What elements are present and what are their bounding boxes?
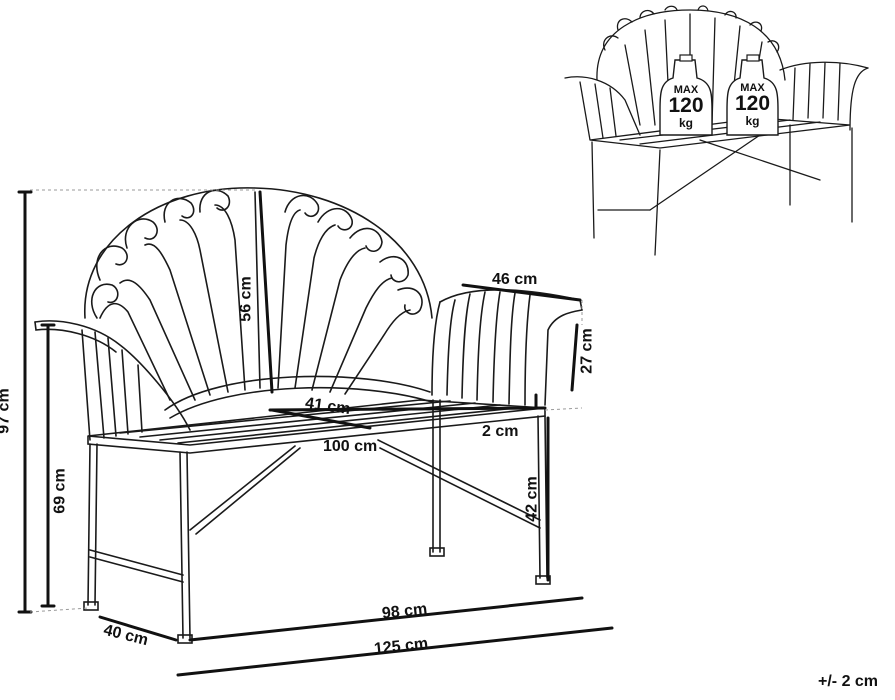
dim-line-seat-depth (270, 408, 372, 430)
backrest-ribs (99, 191, 411, 401)
badge-right-weight: 120 (734, 92, 771, 115)
label-tolerance: +/- 2 cm (818, 673, 879, 690)
left-armrest (34, 320, 191, 441)
label-seat-thickness: 2 cm (482, 423, 519, 440)
dim-line-seat-width (268, 406, 547, 412)
right-armrest (431, 289, 583, 406)
badge-right-unit: kg (745, 114, 760, 128)
seat (87, 399, 546, 454)
back-rail (164, 375, 431, 411)
badge-left-text: MAX 120 kg (660, 84, 712, 130)
dim-line-leg-span (188, 596, 584, 642)
badge-left-max: MAX (673, 84, 699, 96)
dim-line-armrest-height (570, 323, 579, 392)
badge-left-weight: 120 (668, 94, 704, 117)
label-back-height: 56 cm (237, 276, 255, 322)
weight-badge-right (726, 54, 779, 136)
badge-right-text: MAX 120 kg (727, 82, 778, 128)
label-armrest-height: 27 cm (578, 328, 596, 374)
bench-small (564, 5, 869, 256)
label-armrest-length: 46 cm (492, 271, 538, 288)
bench-main (34, 187, 583, 644)
badge-right-max: MAX (740, 82, 765, 94)
dim-line-depth (98, 615, 178, 642)
dim-line-total-width (176, 626, 614, 677)
label-seat-width: 100 cm (323, 438, 378, 455)
label-arm-height: 69 cm (51, 468, 69, 514)
dim-line-armrest-length (461, 283, 582, 302)
guide-lines (29, 189, 583, 613)
badge-left-unit: kg (678, 116, 693, 130)
label-seat-height: 42 cm (523, 476, 541, 522)
weight-badge-left (659, 54, 713, 136)
dim-line-back-height (258, 190, 274, 394)
legs-frame (83, 399, 551, 644)
label-total-height: 97 cm (0, 388, 13, 434)
dimension-lines (17, 190, 614, 677)
